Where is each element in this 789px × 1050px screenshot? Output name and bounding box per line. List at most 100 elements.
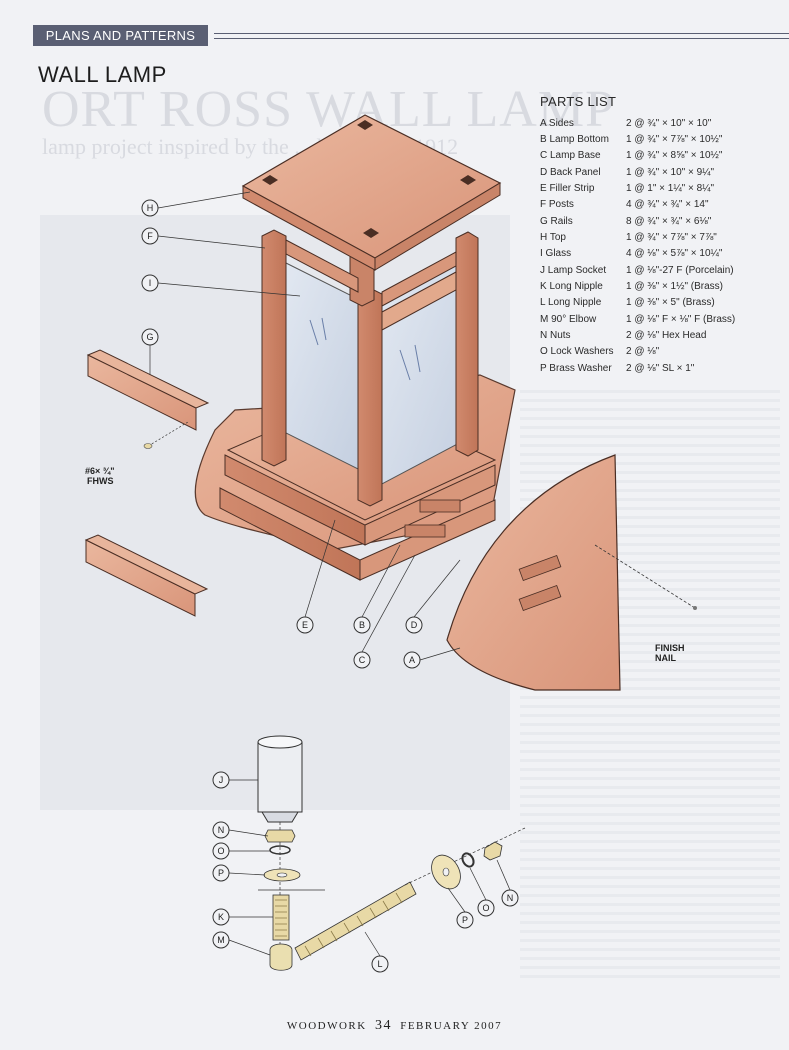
parts-list-row: L Long Nipple 1 @ ⅜" × 5" (Brass) [540,295,780,311]
part-g-rails-assembled [285,239,457,331]
svg-text:N: N [507,893,514,903]
callout-g: G [141,328,159,346]
callout-a: A [403,651,421,669]
part-name: N Nuts [540,330,571,342]
header-rule [214,33,789,39]
part-name: F Posts [540,199,574,211]
screw-note-type: FHWS [87,476,114,486]
svg-text:A: A [409,655,415,665]
callout-m: M [212,931,230,949]
part-spec: 1 @ ⅛"-27 F (Porcelain) [626,264,734,276]
svg-text:P: P [462,915,468,925]
section-header-label: PLANS AND PATTERNS [45,28,196,43]
part-j-lamp-socket [257,735,303,823]
part-name: O Lock Washers [540,346,614,358]
part-spec: 2 @ ⅛" SL × 1" [626,362,695,374]
part-spec: 2 @ ⅛" Hex Head [626,330,707,342]
callout-o: O [212,842,230,860]
parts-list-row: P Brass Washer 2 @ ⅛" SL × 1" [540,360,780,376]
part-name: J Lamp Socket [540,264,607,276]
part-g-rails-loose [84,349,210,617]
parts-list-title: PARTS LIST [540,94,617,109]
svg-text:L: L [377,959,382,969]
svg-text:B: B [359,620,365,630]
finish-nail [594,544,697,610]
svg-text:M: M [217,935,225,945]
svg-text:N: N [218,825,225,835]
bleed-through-title: ORT ROSS WALL LAMP [42,81,616,138]
svg-text:F: F [147,231,153,241]
callout-l: L [371,955,389,973]
part-spec: 2 @ ¾" × 10" × 10" [626,117,712,129]
part-name: H Top [540,232,566,244]
svg-text:P: P [218,868,224,878]
page-title: WALL LAMP [38,62,167,87]
part-spec: 2 @ ⅛" [626,346,660,358]
parts-list: PARTS LIST A Sides 2 @ ¾" × 10" × 10" B L… [540,94,780,377]
part-spec: 1 @ ⅜" × 5" (Brass) [626,297,715,309]
part-spec: 1 @ ¾" × 8⅝" × 10½" [626,150,723,162]
section-header: PLANS AND PATTERNS [33,25,208,46]
part-l-long-nipple [294,881,417,961]
parts-list-row: N Nuts 2 @ ⅛" Hex Head [540,327,780,343]
part-spec: 4 @ ⅛" × 5⅞" × 10¼" [626,248,723,260]
svg-text:E: E [302,620,308,630]
part-name: M 90° Elbow [540,313,597,325]
hardware-stack [258,822,325,971]
part-name: A Sides [540,117,574,129]
leader-lines [149,191,511,957]
svg-text:C: C [359,655,366,665]
footer-page-number: 34 [374,1018,392,1033]
parts-list-row: K Long Nipple 1 @ ⅜" × 1½" (Brass) [540,278,780,294]
part-h-top [241,114,502,271]
part-name: L Long Nipple [540,297,602,309]
svg-text:I: I [149,278,152,288]
callout-p: P [212,864,230,882]
callout-e: E [296,616,314,634]
screw-note-size: #6× ¾" [85,466,115,476]
parts-list-row: A Sides 2 @ ¾" × 10" × 10" [540,115,780,131]
callout-k: K [212,908,230,926]
part-name: D Back Panel [540,166,601,178]
parts-list-row: M 90° Elbow 1 @ ⅛" F × ⅛" F (Brass) [540,311,780,327]
part-name: G Rails [540,215,573,227]
part-name: K Long Nipple [540,281,603,293]
svg-text:H: H [147,203,154,213]
parts-list-row: G Rails 8 @ ¾" × ¾" × 6⅛" [540,213,780,229]
parts-list-row: J Lamp Socket 1 @ ⅛"-27 F (Porcelain) [540,262,780,278]
callout-b: B [353,616,371,634]
nail-note-line1: FINISH [655,643,685,653]
part-name: E Filler Strip [540,183,595,195]
screw [143,421,189,449]
footer-magazine: WOODWORK [286,1020,367,1032]
callout-i: I [141,274,159,292]
part-spec: 1 @ ¾" × 10" × 9¼" [626,166,715,178]
callout-h: H [141,199,159,217]
part-a-side [446,454,621,691]
callout-n: N [212,821,230,839]
part-spec: 1 @ ⅜" × 1½" (Brass) [626,281,724,293]
footer-issue: FEBRUARY 2007 [400,1020,503,1032]
part-spec: 8 @ ¾" × ¾" × 6⅛" [626,215,712,227]
right-fittings [404,827,526,890]
part-spec: 4 @ ¾" × ¾" × 14" [626,199,709,211]
callout-o-right: O [477,899,495,917]
parts-list-row: F Posts 4 @ ¾" × ¾" × 14" [540,197,780,213]
part-spec: 1 @ ⅛" F × ⅛" F (Brass) [626,313,736,325]
part-name: B Lamp Bottom [540,134,609,146]
svg-text:O: O [217,846,224,856]
page-footer: WOODWORK 34 FEBRUARY 2007 [0,1018,789,1034]
part-name: P Brass Washer [540,362,612,374]
svg-text:K: K [218,912,224,922]
callout-n-right: N [501,889,519,907]
nail-note-line2: NAIL [655,653,676,663]
part-name: I Glass [540,248,572,260]
svg-text:D: D [411,620,418,630]
svg-text:O: O [482,903,489,913]
parts-list-row: I Glass 4 @ ⅛" × 5⅞" × 10¼" [540,246,780,262]
